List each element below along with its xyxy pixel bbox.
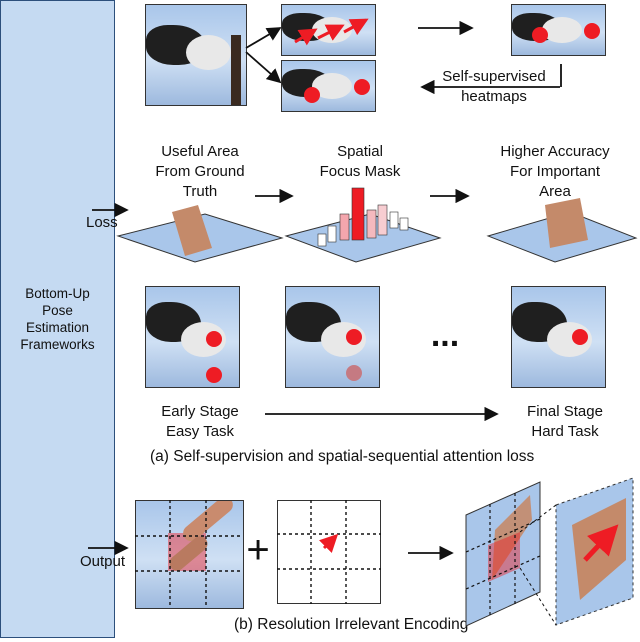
heatmap-dot — [572, 329, 588, 345]
top-heatmap-dots-photo — [281, 60, 376, 112]
focus-bar — [366, 209, 377, 239]
heatmap-dot — [354, 79, 370, 95]
zoom-red-arrow — [583, 524, 619, 562]
caption-b: (b) Resolution Irrelevant Encoding — [234, 616, 469, 633]
mid-stage-photo — [285, 286, 380, 388]
spatial-focus-label: Spatial Focus Mask — [319, 143, 401, 180]
final-stage-photo — [511, 286, 606, 388]
focus-bar — [339, 213, 350, 241]
source-grid — [135, 500, 242, 607]
caption-a: (a) Self-supervision and spatial-sequent… — [150, 448, 535, 465]
accuracy-arm — [545, 198, 588, 248]
ellipsis: ... — [430, 316, 460, 354]
heatmap-dot — [304, 87, 320, 103]
output-source-photo — [135, 500, 244, 609]
zoom-connectors — [519, 504, 557, 626]
final-stage-label: Final Stage Hard Task — [527, 403, 603, 440]
self-supervised-label: Self-supervised heatmaps — [442, 68, 546, 105]
red-limb-arrow — [317, 24, 345, 41]
top-source-photo — [145, 4, 247, 106]
encoded-plane-highlight — [488, 532, 520, 582]
framework-panel — [0, 0, 115, 638]
higher-accuracy-label: Higher Accuracy For Important Area — [500, 143, 610, 200]
framework-label: Bottom-Up Pose Estimation Frameworks — [20, 286, 95, 352]
heatmap-dot — [532, 27, 548, 43]
focus-bar — [377, 204, 388, 236]
plus-sign: + — [246, 528, 270, 572]
heatmap-dot — [346, 365, 362, 381]
heatmap-dot — [346, 329, 362, 345]
encoded-grid — [465, 493, 541, 615]
focus-bar — [351, 187, 365, 241]
useful-area-label: Useful Area From Ground Truth — [155, 143, 245, 200]
split-arrow-upper — [245, 27, 282, 49]
early-stage-label: Early Stage Easy Task — [161, 403, 239, 440]
top-result-photo — [511, 4, 606, 56]
split-arrow-lower — [245, 51, 282, 84]
red-limb-arrow — [294, 28, 318, 46]
focus-bar — [399, 217, 409, 231]
focus-bar — [317, 233, 327, 247]
focus-bar — [389, 211, 399, 229]
heatmap-dot — [584, 23, 600, 39]
red-limb-arrow — [343, 18, 369, 36]
heatmap-dot — [206, 331, 222, 347]
loss-label: Loss — [86, 214, 118, 231]
focus-bar — [327, 225, 337, 243]
output-label: Output — [80, 553, 126, 570]
encoded-plane-arm — [492, 495, 532, 580]
heatmap-dot — [206, 367, 222, 383]
offset-red-arrow — [319, 533, 339, 553]
useful-area-arm — [172, 205, 212, 256]
panel-grid — [277, 500, 381, 604]
early-stage-photo — [145, 286, 240, 388]
